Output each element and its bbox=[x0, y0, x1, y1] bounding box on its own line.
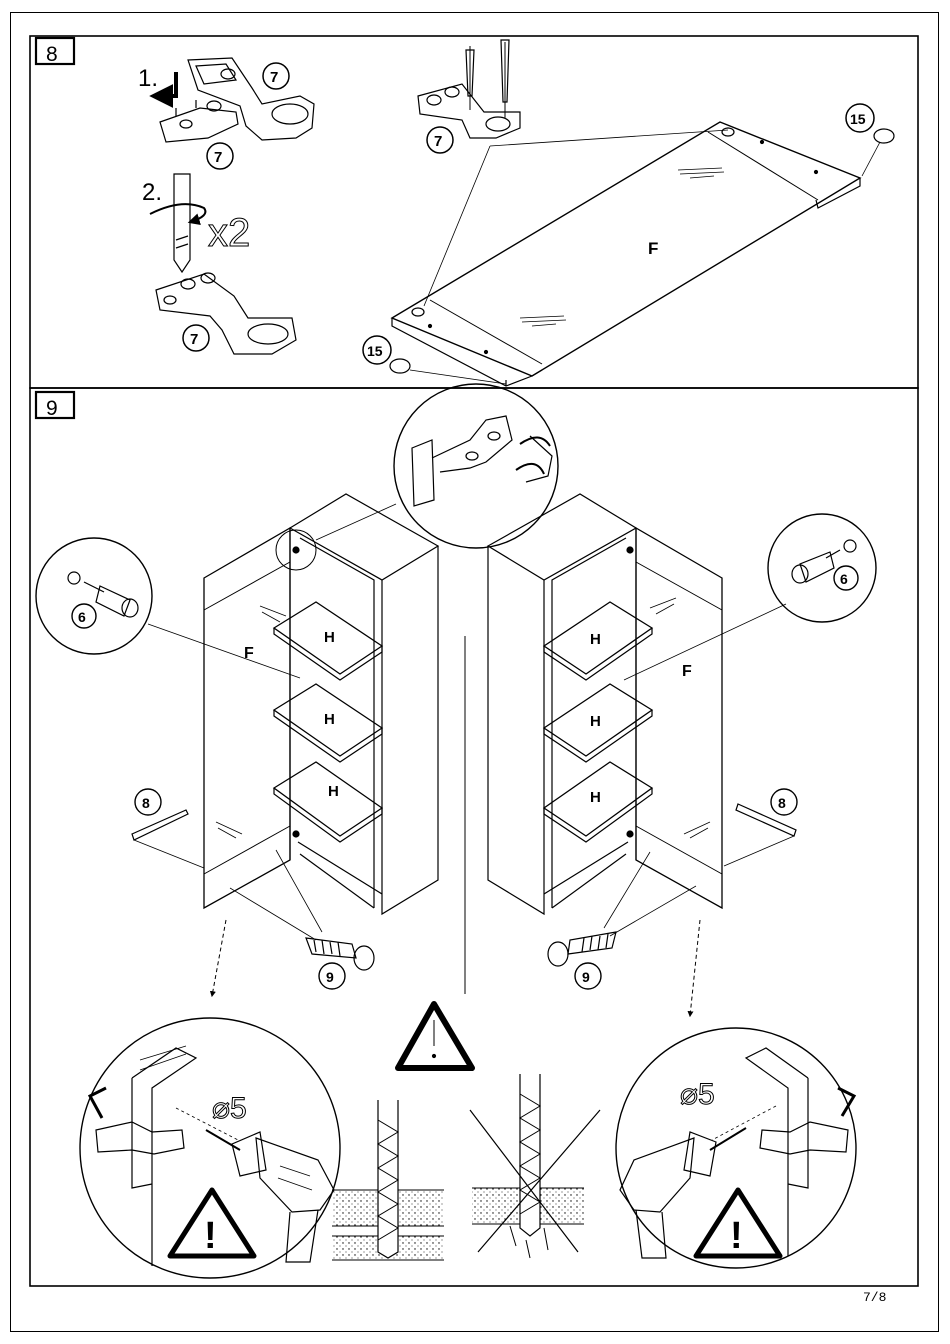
cap-icon-2 bbox=[390, 359, 410, 373]
svg-text:H: H bbox=[324, 711, 335, 728]
door-panel-F: F bbox=[392, 122, 860, 386]
strip-callout-right: 8 bbox=[724, 789, 797, 866]
hinge-step-1-illustration: 1. 7 7 bbox=[138, 58, 314, 169]
part-6-label-left: 6 bbox=[78, 609, 86, 625]
strip-icon bbox=[132, 810, 188, 840]
svg-text:8: 8 bbox=[778, 795, 786, 811]
rotate-icon bbox=[150, 204, 205, 222]
warning-triangle-icon bbox=[398, 1004, 472, 1068]
door-label-F: F bbox=[648, 239, 658, 258]
step-1-label: 1. bbox=[138, 65, 158, 92]
part-7-callout-a: 7 bbox=[263, 63, 289, 89]
step-9-panel bbox=[30, 388, 918, 1286]
hinge-adjust-magnifier bbox=[276, 384, 558, 570]
svg-text:9: 9 bbox=[582, 969, 590, 985]
knob-icon-right bbox=[792, 565, 808, 583]
hinge-step-2-illustration: 2. x2 7 bbox=[142, 174, 296, 354]
svg-text:9: 9 bbox=[326, 969, 334, 985]
part-6-label-right: 6 bbox=[840, 571, 848, 587]
svg-text:15: 15 bbox=[850, 111, 866, 127]
svg-text:!: ! bbox=[730, 1215, 743, 1257]
cabinet-right: F H H H bbox=[488, 494, 722, 914]
knob-magnifier-left: 6 bbox=[36, 538, 300, 678]
part-7-callout-d: 7 bbox=[427, 127, 453, 153]
svg-text:7: 7 bbox=[190, 331, 198, 348]
strip-callout-left: 8 bbox=[132, 789, 204, 868]
screwdriver-icon bbox=[174, 174, 190, 272]
cap-icon bbox=[874, 129, 894, 143]
part-15-callouts: 15 15 bbox=[363, 104, 894, 384]
screw-callout-right: 9 bbox=[548, 852, 700, 1016]
correct-drilling-detail bbox=[332, 1100, 444, 1260]
svg-text:8: 8 bbox=[142, 795, 150, 811]
hinge-screw-detail: 7 bbox=[418, 40, 728, 306]
warning-icon-right: ! bbox=[696, 1190, 780, 1257]
drill-size-right: ⌀5 bbox=[680, 1078, 715, 1111]
svg-text:H: H bbox=[324, 629, 335, 646]
svg-text:H: H bbox=[590, 631, 601, 648]
part-15-callout-a: 15 bbox=[846, 104, 894, 176]
part-7-callout-c: 7 bbox=[183, 325, 209, 351]
door-label-left: F bbox=[244, 645, 254, 662]
adjust-arrow-icon-2 bbox=[516, 464, 544, 474]
svg-text:7: 7 bbox=[434, 133, 442, 150]
svg-text:7: 7 bbox=[270, 69, 278, 86]
svg-text:H: H bbox=[328, 783, 339, 800]
drill-magnifier-right: ⌀5 ! bbox=[616, 1028, 856, 1268]
step-8-badge: 8 bbox=[36, 38, 74, 66]
part-7-callout-b: 7 bbox=[207, 143, 233, 169]
screw-callout-left: 9 bbox=[212, 850, 374, 996]
door-label-right: F bbox=[682, 663, 692, 680]
clamp-icon bbox=[96, 1122, 184, 1154]
step-2-label: 2. bbox=[142, 179, 162, 206]
warning-icon-left: ! bbox=[170, 1190, 254, 1257]
drill-size-left: ⌀5 bbox=[212, 1092, 247, 1125]
strip-icon-right bbox=[736, 804, 796, 836]
step-8-panel bbox=[30, 36, 918, 388]
screw-9-icon-right bbox=[568, 932, 616, 954]
step-9-number: 9 bbox=[46, 397, 58, 420]
cabinet-left: F H H H bbox=[204, 494, 438, 914]
svg-text:!: ! bbox=[204, 1215, 217, 1257]
step-9-badge: 9 bbox=[36, 392, 74, 420]
svg-text:H: H bbox=[590, 789, 601, 806]
drill-magnifier-left: ⌀5 ! bbox=[80, 1018, 340, 1278]
step-8-number: 8 bbox=[46, 43, 58, 66]
knob-magnifier-right: 6 bbox=[624, 514, 876, 680]
svg-text:15: 15 bbox=[367, 343, 383, 359]
incorrect-drilling-detail bbox=[470, 1074, 600, 1258]
svg-text:H: H bbox=[590, 713, 601, 730]
part-15-callout-b: 15 bbox=[363, 336, 506, 384]
clamp-icon-right bbox=[760, 1122, 848, 1154]
times-two-label: x2 bbox=[208, 211, 250, 255]
svg-text:7: 7 bbox=[214, 149, 222, 166]
adjust-arrow-icon bbox=[520, 437, 550, 446]
page-number: 7/8 bbox=[863, 1290, 886, 1305]
power-drill-icon-left bbox=[206, 1130, 334, 1262]
power-drill-icon-right bbox=[620, 1128, 746, 1258]
